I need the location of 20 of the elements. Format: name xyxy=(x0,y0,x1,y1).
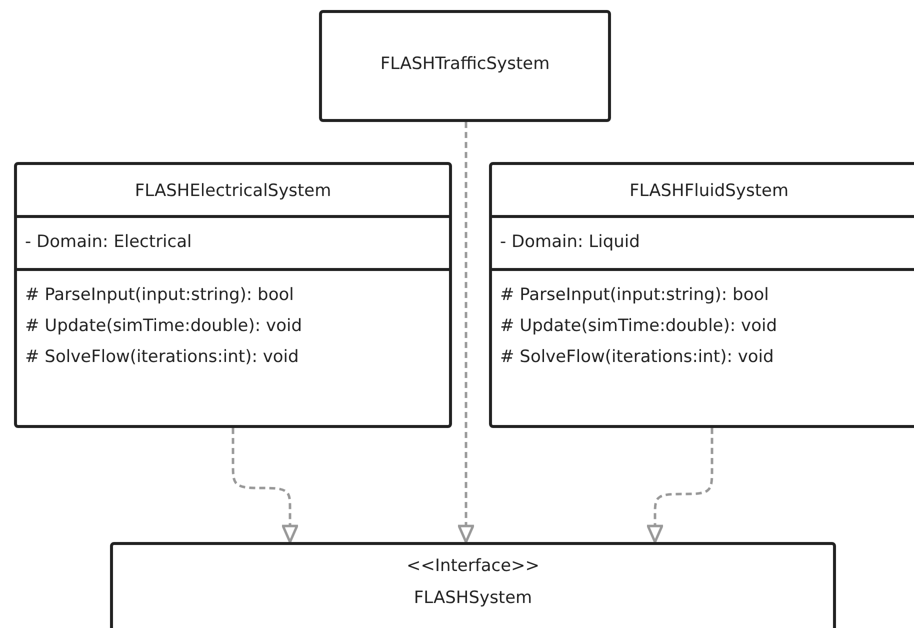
stereotype-label: <<Interface>> xyxy=(405,555,541,578)
class-box xyxy=(319,10,611,122)
class-box xyxy=(14,162,452,428)
method-text: # Update(simTime:double): void xyxy=(499,315,777,338)
method-text: # ParseInput(input:string): bool xyxy=(499,284,769,307)
attribute-text: - Domain: Liquid xyxy=(499,231,640,254)
realization-arrow xyxy=(458,122,474,544)
interface-name: FLASHSystem xyxy=(412,587,534,610)
method-text: # ParseInput(input:string): bool xyxy=(24,284,294,307)
realization-arrow xyxy=(232,428,298,544)
attribute-text: - Domain: Electrical xyxy=(24,231,192,254)
class-name: FLASHTrafficSystem xyxy=(379,53,551,76)
class-name: FLASHFluidSystem xyxy=(628,180,790,203)
class-box xyxy=(489,162,914,428)
interface-box xyxy=(110,542,836,628)
method-text: # SolveFlow(iterations:int): void xyxy=(499,346,774,369)
method-text: # Update(simTime:double): void xyxy=(24,315,302,338)
realization-arrow xyxy=(646,428,714,544)
method-text: # SolveFlow(iterations:int): void xyxy=(24,346,299,369)
class-name: FLASHElectricalSystem xyxy=(134,180,332,203)
